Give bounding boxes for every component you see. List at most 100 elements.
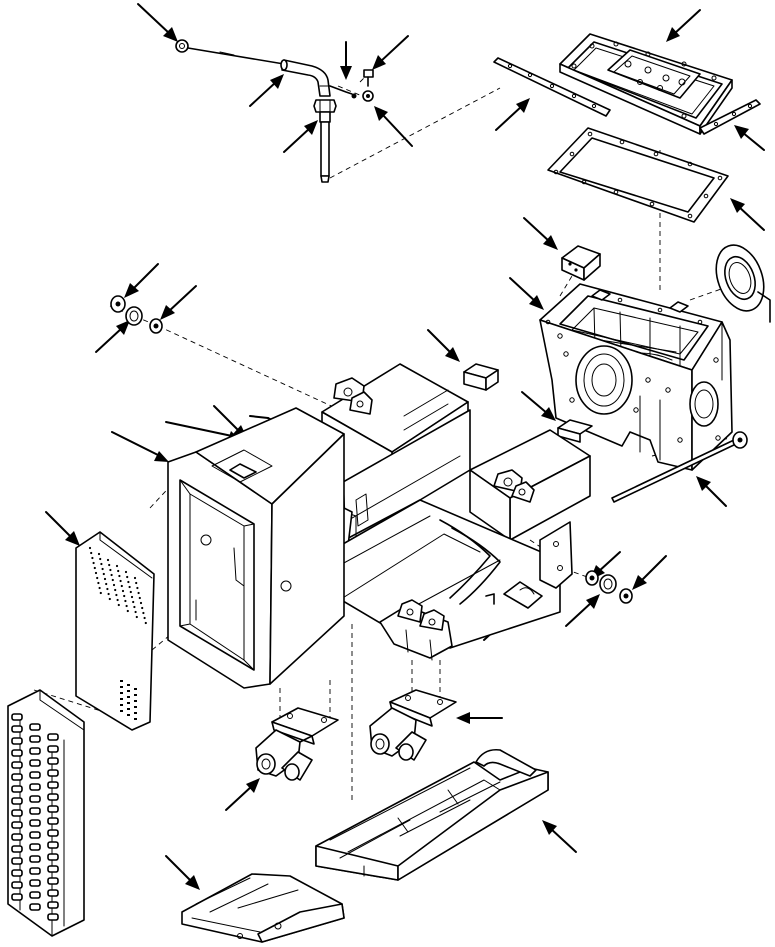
- perforation: [120, 692, 123, 694]
- perforation: [111, 578, 114, 582]
- bushing: [599, 574, 617, 594]
- perforation: [116, 598, 119, 602]
- top-cover-plate: [559, 33, 733, 135]
- callout-arrow: [495, 98, 530, 131]
- perforation: [99, 591, 102, 595]
- perforation: [120, 710, 123, 712]
- perforation: [98, 586, 101, 590]
- perforation: [134, 700, 137, 702]
- callout-arrow: [456, 712, 503, 724]
- perforation: [112, 583, 116, 587]
- bracket-left: [255, 707, 339, 781]
- perforation: [130, 595, 134, 599]
- step-slot: [29, 855, 41, 863]
- step-slot: [29, 831, 41, 839]
- perforation: [91, 556, 94, 560]
- perforation: [97, 581, 100, 585]
- callout-arrow: [137, 3, 178, 42]
- perforation: [135, 581, 138, 585]
- bolt: [363, 69, 374, 87]
- step-slot: [11, 761, 23, 769]
- bearing-ring: [619, 588, 633, 604]
- step-slot: [29, 759, 41, 767]
- perforation: [106, 558, 110, 562]
- perforation: [101, 567, 104, 571]
- perforation: [114, 588, 117, 592]
- step-plate: [7, 689, 85, 937]
- frame-rear-panel: [167, 407, 345, 689]
- step-slot: [29, 783, 41, 791]
- step-slot: [11, 809, 23, 817]
- side-strip-right: [699, 99, 761, 135]
- perforation: [117, 603, 120, 607]
- step-slot: [29, 747, 41, 755]
- perforation: [133, 576, 137, 580]
- shim-plate-lower: [557, 419, 593, 443]
- perforation: [90, 551, 93, 555]
- perforation: [127, 714, 130, 716]
- step-slot: [29, 843, 41, 851]
- belly-pan-rear: [315, 748, 549, 881]
- perforation: [105, 582, 108, 586]
- step-slot: [47, 901, 59, 909]
- callout-arrow: [666, 9, 701, 42]
- callout-arrow: [542, 820, 577, 853]
- perforation: [138, 596, 141, 600]
- step-slot: [47, 817, 59, 825]
- step-slot: [29, 867, 41, 875]
- perforation: [120, 704, 123, 706]
- perforation: [132, 600, 135, 604]
- step-slot: [29, 903, 41, 911]
- perforation: [118, 574, 121, 578]
- perforation: [123, 594, 126, 598]
- perforation: [92, 561, 95, 565]
- perforation: [96, 576, 99, 580]
- step-slot: [29, 891, 41, 899]
- perforation: [135, 615, 138, 619]
- washer: [362, 90, 374, 102]
- step-slot: [11, 797, 23, 805]
- callout-arrow: [124, 263, 159, 298]
- perforation: [109, 568, 112, 572]
- callout-arrow: [283, 120, 318, 153]
- step-slot: [47, 793, 59, 801]
- step-slot: [11, 833, 23, 841]
- perforation: [120, 584, 123, 588]
- seal-ring: [715, 244, 771, 323]
- grille-perforations: [88, 546, 147, 720]
- callout-arrow: [95, 320, 130, 353]
- step-slot: [11, 713, 23, 721]
- perforation: [127, 684, 130, 686]
- step-slot: [11, 773, 23, 781]
- callout-arrow: [165, 855, 200, 890]
- nut: [585, 570, 599, 586]
- step-slot: [29, 795, 41, 803]
- step-slot: [11, 785, 23, 793]
- perforation: [134, 610, 137, 614]
- callout-arrow: [730, 198, 765, 231]
- perforation: [106, 587, 109, 591]
- step-plate-slots: [11, 713, 59, 921]
- elbow-fitting: [281, 59, 331, 97]
- perforation: [141, 606, 144, 610]
- callout-arrow: [509, 277, 544, 310]
- perforation: [134, 706, 137, 708]
- perforation: [120, 686, 123, 688]
- perforation: [124, 570, 128, 574]
- step-slot: [29, 723, 41, 731]
- perforation: [119, 579, 122, 583]
- step-slot: [47, 769, 59, 777]
- perforation: [108, 563, 111, 567]
- step-slot: [29, 819, 41, 827]
- step-slot: [11, 725, 23, 733]
- step-slot: [47, 757, 59, 765]
- perforation: [127, 580, 130, 584]
- step-slot: [47, 745, 59, 753]
- step-slot: [29, 879, 41, 887]
- perforation: [115, 564, 119, 568]
- fitting-rod-assembly: [175, 39, 374, 183]
- callout-arrow: [225, 778, 260, 811]
- callout-arrow: [632, 555, 667, 590]
- perforation: [144, 621, 147, 625]
